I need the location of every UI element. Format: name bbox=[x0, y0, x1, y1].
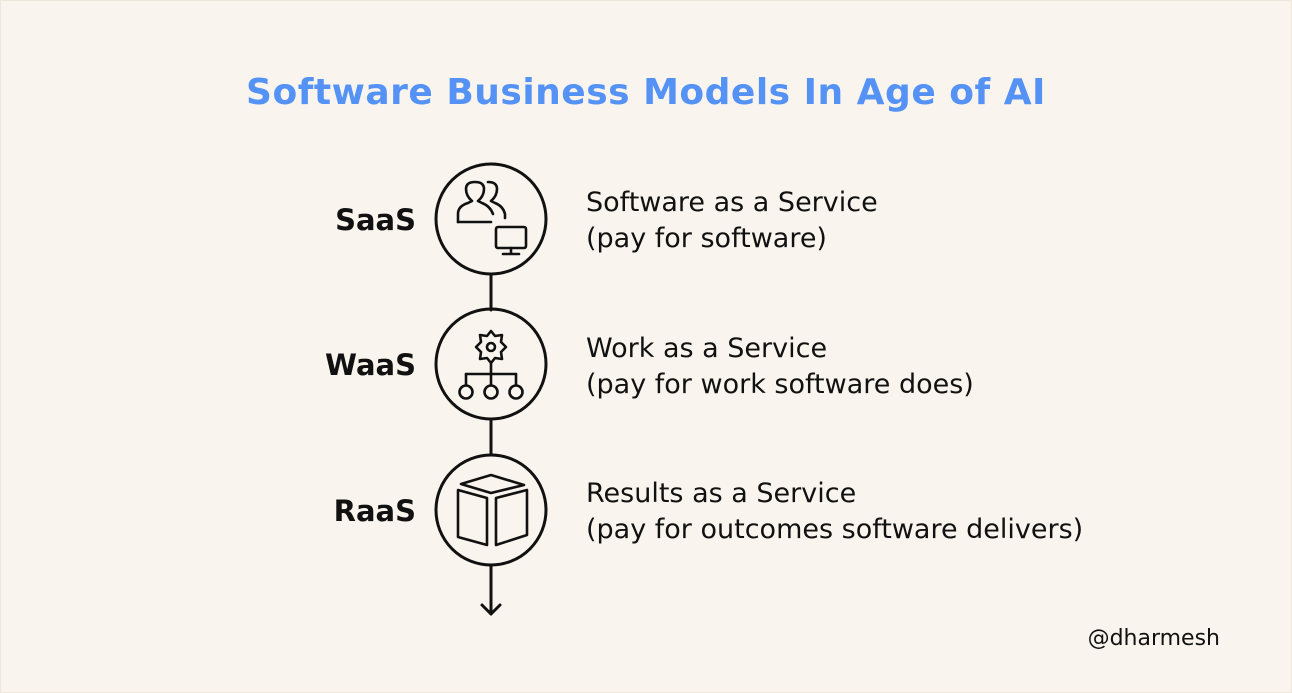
box-icon bbox=[456, 473, 529, 547]
model-description-saas: Software as a Service (pay for software) bbox=[586, 185, 878, 257]
model-name: Results as a Service bbox=[586, 478, 857, 509]
page-title: Software Business Models In Age of AI bbox=[246, 72, 1046, 113]
users-computer-icon bbox=[456, 180, 528, 256]
model-label-saas: SaaS bbox=[335, 203, 416, 237]
model-name: Work as a Service bbox=[586, 333, 828, 364]
gear-hierarchy-icon bbox=[458, 329, 524, 400]
model-label-waas: WaaS bbox=[325, 348, 416, 382]
model-detail: (pay for work software does) bbox=[586, 369, 974, 400]
model-name: Software as a Service bbox=[586, 187, 878, 218]
model-detail: (pay for software) bbox=[586, 223, 827, 254]
model-detail: (pay for outcomes software delivers) bbox=[586, 514, 1084, 545]
model-label-raas: RaaS bbox=[333, 494, 416, 528]
author-handle: @dharmesh bbox=[1087, 626, 1220, 651]
model-description-waas: Work as a Service (pay for work software… bbox=[586, 331, 974, 403]
model-description-raas: Results as a Service (pay for outcomes s… bbox=[586, 476, 1083, 548]
